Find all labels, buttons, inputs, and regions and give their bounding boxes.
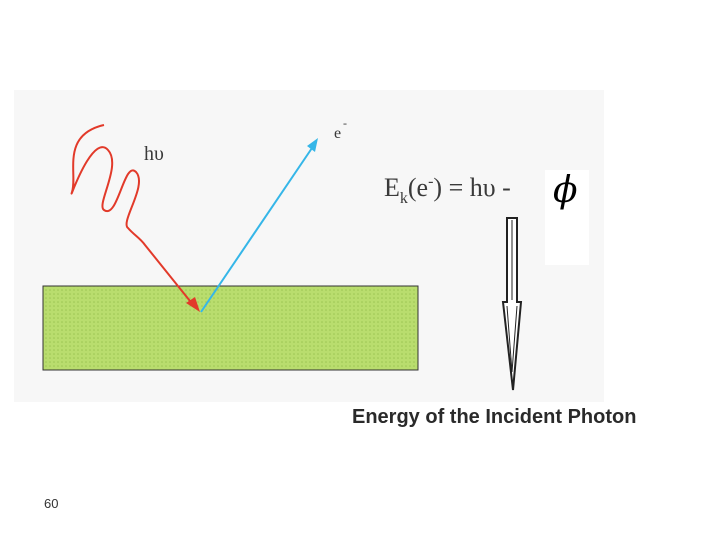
- equation-highlight: [545, 170, 589, 265]
- eq-sup: -: [428, 173, 433, 190]
- eq-E: E: [384, 173, 400, 202]
- eq-sub: k: [400, 190, 408, 207]
- electron-charge-label: -: [343, 116, 347, 130]
- slide-number: 60: [44, 496, 59, 511]
- work-function-symbol: ϕ: [553, 170, 578, 211]
- kinetic-energy-equation: Ek(e-) = hυ -: [384, 173, 511, 207]
- eq-open: (e: [408, 173, 428, 202]
- electron-arrowhead: [307, 138, 318, 152]
- metal-surface: [42, 285, 419, 371]
- photon-arrowhead: [186, 297, 200, 312]
- photon-label: hυ: [144, 143, 164, 165]
- electron-label: e: [334, 125, 341, 142]
- incident-photon-caption: Energy of the Incident Photon: [352, 406, 637, 428]
- photon-wave: [70, 124, 195, 307]
- pointer-inner-tip: [506, 305, 518, 373]
- down-pointer-arrow: [501, 217, 523, 391]
- electron-path: [200, 147, 313, 313]
- eq-rest: ) = hυ -: [433, 173, 510, 202]
